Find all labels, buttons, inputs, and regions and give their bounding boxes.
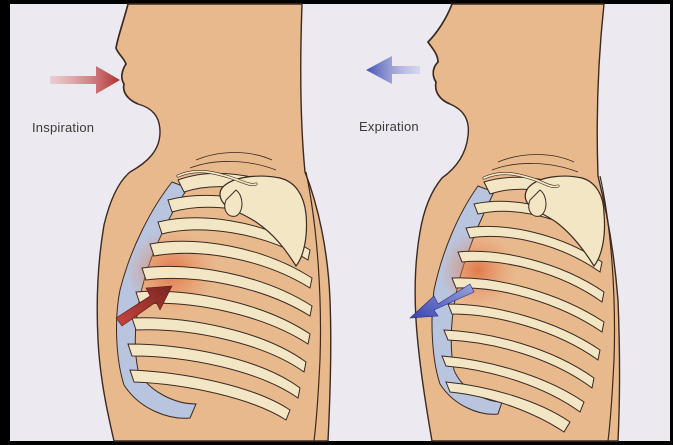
expiration-figure [410, 4, 620, 441]
inspiration-label: Inspiration [32, 120, 94, 135]
expiration-label: Expiration [359, 119, 419, 134]
inspiration-figure [97, 4, 331, 441]
